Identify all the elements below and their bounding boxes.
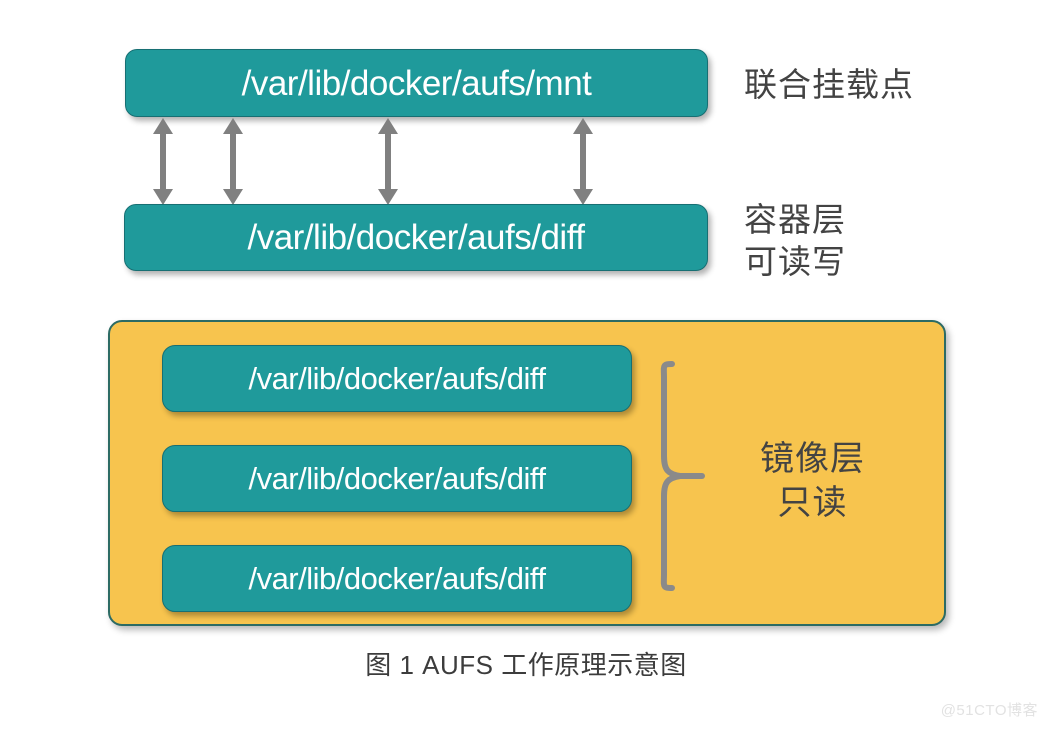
annotation-container-layer: 容器层 可读写 [744,201,846,280]
container-layer-box: /var/lib/docker/aufs/diff [124,204,708,271]
double-arrow-3 [378,118,398,205]
image-layer-label-3: /var/lib/docker/aufs/diff [248,561,546,596]
image-layer-label-2: /var/lib/docker/aufs/diff [248,461,546,496]
annotation-union-mount: 联合挂载点 [744,66,914,103]
image-layer-box-2: /var/lib/docker/aufs/diff [162,445,632,512]
watermark: @51CTO博客 [940,702,1038,719]
double-arrow-4 [573,118,593,205]
image-layer-box-1: /var/lib/docker/aufs/diff [162,345,632,412]
double-arrow-2 [223,118,243,205]
mount-point-box: /var/lib/docker/aufs/mnt [125,49,708,117]
mount-point-label: /var/lib/docker/aufs/mnt [241,63,592,103]
double-arrow-1 [153,118,173,205]
image-layer-label-1: /var/lib/docker/aufs/diff [248,361,546,396]
image-layer-panel: /var/lib/docker/aufs/diff /var/lib/docke… [108,320,946,626]
figure-caption: 图 1 AUFS 工作原理示意图 [365,650,687,680]
image-layer-box-3: /var/lib/docker/aufs/diff [162,545,632,612]
container-layer-label: /var/lib/docker/aufs/diff [247,218,585,257]
annotation-image-layer: 镜像层 只读 [760,440,865,523]
curly-brace-icon [660,361,705,591]
